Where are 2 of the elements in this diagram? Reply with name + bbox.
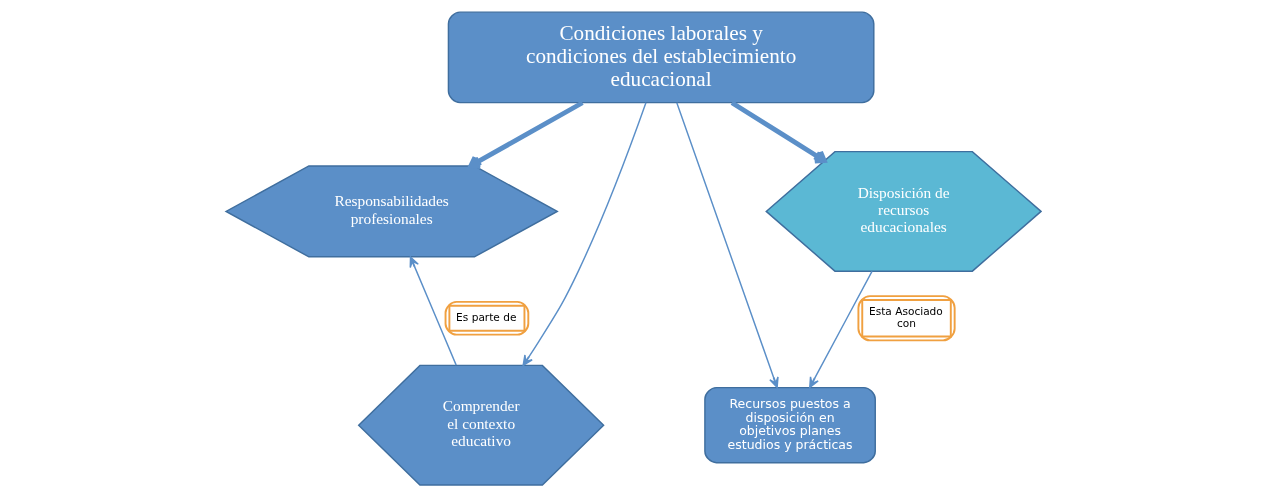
- edge-label: Esta Asociado con: [868, 305, 943, 329]
- edge-label: Es parte de: [456, 310, 517, 323]
